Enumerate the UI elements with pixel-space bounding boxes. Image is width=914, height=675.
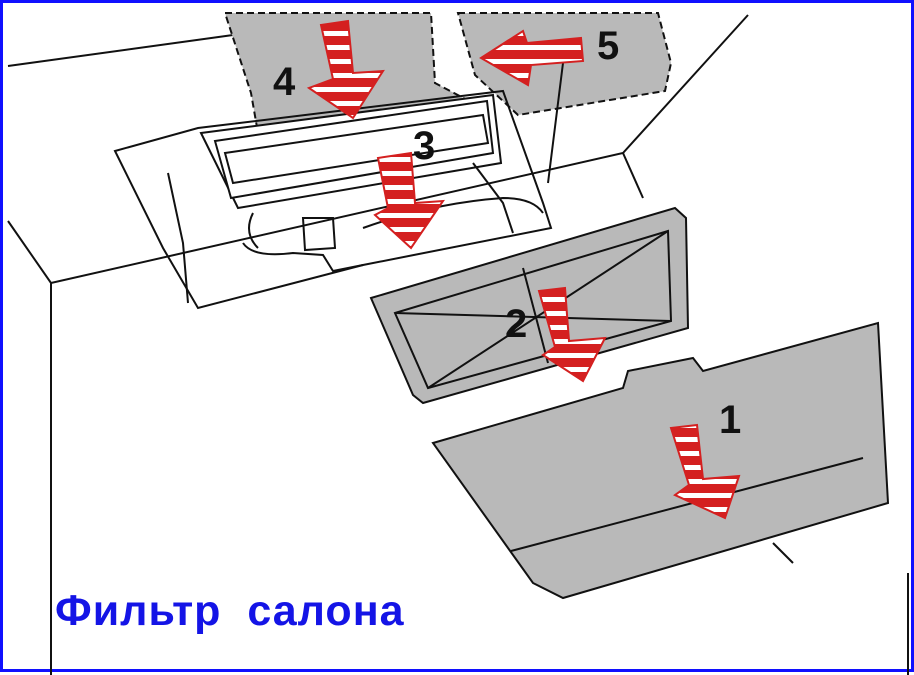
cover-panel-part-1 bbox=[431, 321, 890, 600]
arrow-step-5 bbox=[479, 29, 585, 87]
arrow-step-4 bbox=[306, 19, 385, 120]
arrow-step-2 bbox=[537, 286, 607, 383]
filter-element-part-2 bbox=[369, 206, 690, 405]
step-label-3: 3 bbox=[413, 124, 435, 168]
arrow-step-1 bbox=[669, 423, 741, 520]
dashboard-outline bbox=[7, 14, 909, 675]
step-label-2: 2 bbox=[505, 302, 527, 346]
step-label-1: 1 bbox=[719, 398, 741, 442]
arrow-step-3 bbox=[373, 151, 445, 250]
diagram-caption: Фильтр салона bbox=[55, 587, 405, 635]
step-label-4: 4 bbox=[273, 60, 296, 104]
filter-housing bbox=[113, 62, 564, 310]
step-label-5: 5 bbox=[597, 24, 619, 68]
cabin-filter-diagram: 4 5 3 2 1 bbox=[7, 12, 909, 675]
